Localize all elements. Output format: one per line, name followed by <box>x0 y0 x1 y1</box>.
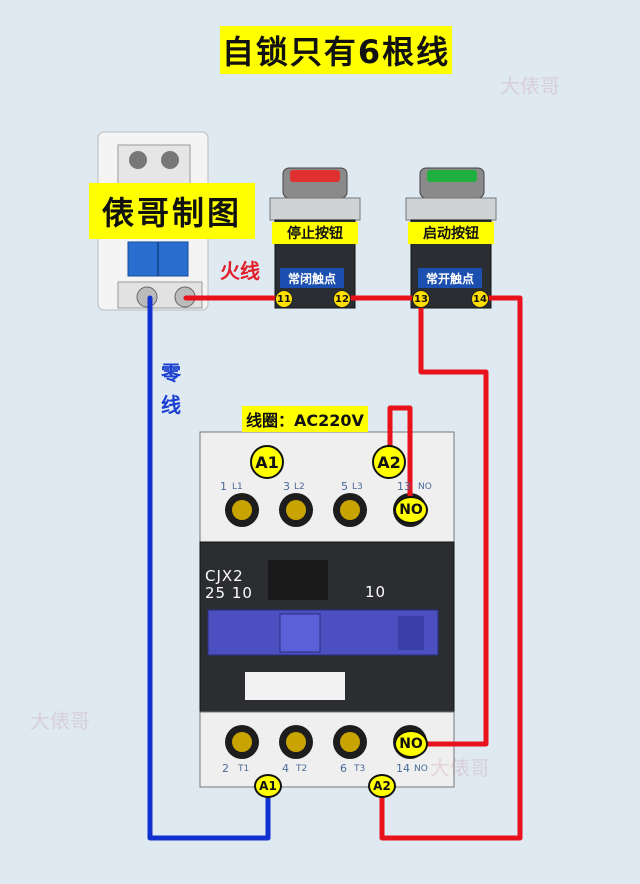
no-bottom-tag: NO <box>394 730 428 758</box>
stop-button-label: 停止按钮 <box>272 222 358 244</box>
coil-a2-top-tag: A2 <box>372 445 406 479</box>
terminal-label: 1 <box>220 480 227 493</box>
terminal-14: 14 <box>471 290 489 308</box>
circuit-breaker <box>97 131 209 311</box>
terminal-11: 11 <box>275 290 293 308</box>
terminal-label: L2 <box>294 482 305 492</box>
stop-contact-type: 常闭触点 <box>280 268 344 288</box>
terminal-label: 14 <box>396 762 410 775</box>
coil-voltage-label: 线圈：AC220V <box>242 406 368 432</box>
terminal-label: T1 <box>238 764 250 774</box>
terminal-13: 13 <box>412 290 430 308</box>
terminal-label: NO <box>418 482 432 492</box>
terminal-label: L3 <box>352 482 363 492</box>
wire-start-14-to-a2-bottom <box>379 295 523 841</box>
terminal-label: L1 <box>232 482 243 492</box>
diagram-title: 自锁只有6根线 <box>220 26 452 74</box>
terminal-label: 4 <box>282 762 289 775</box>
start-button-cap <box>427 170 477 182</box>
terminal-label: T2 <box>296 764 308 774</box>
live-wire-label: 火线 <box>220 259 260 283</box>
terminal-label: 6 <box>340 762 347 775</box>
author-label: 俵哥制图 <box>89 183 255 239</box>
coil-a2-bottom-tag: A2 <box>368 774 396 798</box>
terminal-label: T3 <box>354 764 366 774</box>
watermark: 大俵哥 <box>430 756 490 780</box>
terminal-12: 12 <box>333 290 351 308</box>
terminal-label: 3 <box>283 480 290 493</box>
neutral-wire-label: 零线 <box>161 361 181 417</box>
stop-button-cap <box>290 170 340 182</box>
coil-a1-top-tag: A1 <box>250 445 284 479</box>
start-contact-type: 常开触点 <box>418 268 482 288</box>
watermark: 大俵哥 <box>500 74 560 98</box>
contactor-model-line1: CJX2 <box>205 567 244 585</box>
wire-no-in-to-a2-top <box>387 405 413 505</box>
contactor-model-line2: 25 10 <box>205 584 253 602</box>
contactor-aux-code: 10 <box>365 583 387 601</box>
wire-start-13-to-contactor-no-out <box>418 295 489 747</box>
neutral-wire <box>147 295 271 841</box>
terminal-label: 13 <box>397 480 411 493</box>
start-button-label: 启动按钮 <box>408 222 494 244</box>
contactor-body <box>199 431 455 788</box>
no-top-tag: NO <box>394 496 428 524</box>
terminal-label: 5 <box>341 480 348 493</box>
coil-a1-bottom-tag: A1 <box>254 774 282 798</box>
terminal-label: 2 <box>222 762 229 775</box>
terminal-label: NO <box>414 764 428 774</box>
watermark: 大俵哥 <box>30 709 90 733</box>
